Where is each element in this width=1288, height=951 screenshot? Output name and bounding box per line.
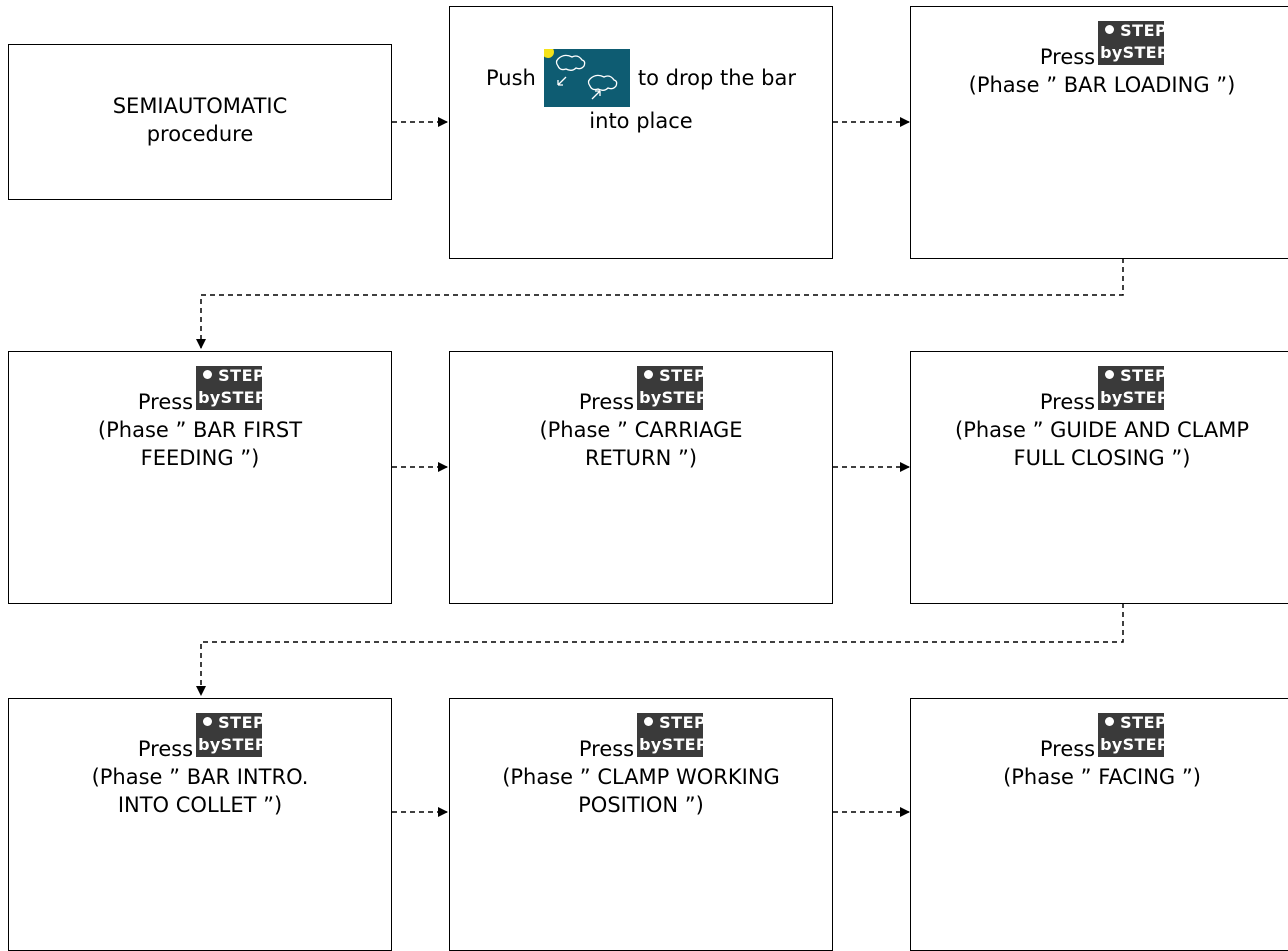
step-by-step-button-icon: STEP bySTEP bbox=[1098, 366, 1169, 410]
phase-text: INTO COLLET ”) bbox=[117, 793, 283, 817]
by-step-label: bySTEP bbox=[198, 388, 267, 407]
step-label: STEP bbox=[659, 366, 707, 385]
phase-text: RETURN ”) bbox=[584, 446, 698, 470]
phase-text: FULL CLOSING ”) bbox=[1013, 446, 1191, 470]
box-phase-clamp-working-position: Press STEP bySTEP (Phase ” CLAMP WORKING… bbox=[449, 698, 833, 951]
press-label: Press bbox=[578, 737, 635, 761]
box-text-line: into place bbox=[589, 109, 693, 133]
step-by-step-button-icon: STEP bySTEP bbox=[196, 713, 267, 757]
box-phase-carriage-return: Press STEP bySTEP (Phase ” CARRIAGE RETU… bbox=[449, 351, 833, 604]
press-label: Press bbox=[137, 390, 194, 414]
arrow-b6-b7 bbox=[196, 603, 1124, 696]
phase-text: (Phase ” BAR INTRO. bbox=[91, 765, 309, 789]
phase-text: (Phase ” CLAMP WORKING bbox=[502, 765, 780, 789]
step-label: STEP bbox=[1120, 713, 1168, 732]
box-text-line: procedure bbox=[146, 122, 254, 146]
arrow-b3-b4 bbox=[196, 258, 1124, 349]
press-label: Press bbox=[578, 390, 635, 414]
push-after-label: to drop the bar bbox=[637, 66, 796, 90]
box-semiautomatic-procedure: SEMIAUTOMATIC procedure bbox=[8, 44, 392, 200]
step-label: STEP bbox=[659, 713, 707, 732]
box-drop-bar: Push to drop the bar into place bbox=[449, 6, 833, 259]
step-label: STEP bbox=[1120, 366, 1168, 385]
box-phase-guide-clamp-closing: Press STEP bySTEP (Phase ” GUIDE AND CLA… bbox=[910, 351, 1288, 604]
box-phase-bar-loading: Press STEP bySTEP (Phase ” BAR LOADING ”… bbox=[910, 6, 1288, 259]
step-label: STEP bbox=[1120, 21, 1168, 40]
step-label: STEP bbox=[218, 366, 266, 385]
bar-drop-icon bbox=[541, 46, 630, 107]
phase-text: (Phase ” CARRIAGE bbox=[539, 418, 743, 442]
by-step-label: bySTEP bbox=[639, 388, 708, 407]
phase-text: FEEDING ”) bbox=[140, 446, 260, 470]
phase-text: (Phase ” BAR FIRST bbox=[97, 418, 303, 442]
phase-text: (Phase ” BAR LOADING ”) bbox=[968, 73, 1236, 97]
by-step-label: bySTEP bbox=[1100, 735, 1169, 754]
box-phase-facing: Press STEP bySTEP (Phase ” FACING ”) bbox=[910, 698, 1288, 951]
press-label: Press bbox=[1039, 45, 1096, 69]
by-step-label: bySTEP bbox=[1100, 388, 1169, 407]
box-phase-bar-first-feeding: Press STEP bySTEP (Phase ” BAR FIRST FEE… bbox=[8, 351, 392, 604]
phase-text: (Phase ” FACING ”) bbox=[1003, 765, 1201, 789]
phase-text: POSITION ”) bbox=[578, 793, 704, 817]
step-by-step-button-icon: STEP bySTEP bbox=[1098, 713, 1169, 757]
press-label: Press bbox=[1039, 737, 1096, 761]
by-step-label: bySTEP bbox=[639, 735, 708, 754]
by-step-label: bySTEP bbox=[1100, 43, 1169, 62]
box-phase-bar-intro-collet: Press STEP bySTEP (Phase ” BAR INTRO. IN… bbox=[8, 698, 392, 951]
step-by-step-button-icon: STEP bySTEP bbox=[637, 366, 708, 410]
press-label: Press bbox=[137, 737, 194, 761]
step-by-step-button-icon: STEP bySTEP bbox=[637, 713, 708, 757]
step-by-step-button-icon: STEP bySTEP bbox=[196, 366, 267, 410]
press-label: Press bbox=[1039, 390, 1096, 414]
box-text-line: SEMIAUTOMATIC bbox=[112, 94, 288, 118]
by-step-label: bySTEP bbox=[198, 735, 267, 754]
push-label: Push bbox=[486, 66, 536, 90]
step-label: STEP bbox=[218, 713, 266, 732]
step-by-step-button-icon: STEP bySTEP bbox=[1098, 21, 1169, 65]
phase-text: (Phase ” GUIDE AND CLAMP bbox=[955, 418, 1249, 442]
